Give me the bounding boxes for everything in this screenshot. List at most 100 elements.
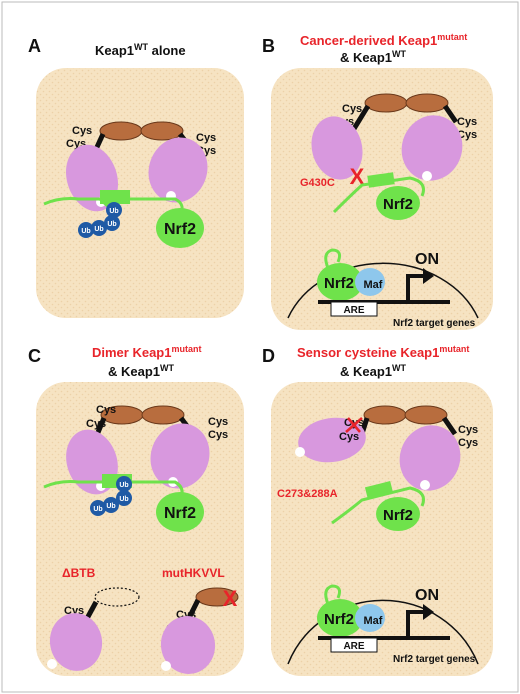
mutation-x-mark: X [350,164,365,189]
panel-a-cell [36,68,244,318]
nucleus-envelope [287,599,479,665]
target-genes-label: Nrf2 target genes [393,318,476,329]
keap1-mut-kelch-domain [160,616,216,674]
nrf2-protein [376,186,420,220]
ub-label: Ub [119,496,128,503]
nrf2-nuclear [317,599,363,637]
btb-domain [141,405,185,425]
are-element [330,301,378,317]
delta-btb-label: ΔBTB [62,566,96,580]
binding-pocket [295,447,305,457]
ub-label: Ub [107,221,116,228]
binding-pocket [161,661,171,671]
nucleus-envelope [287,262,479,319]
panel-c-title-wt: & Keap1WT [108,363,175,379]
cys-label: Cys [208,416,228,428]
panel-a: A Keap1WT alone Cys Cys Cys Cys Nrf2 Ub … [28,36,244,318]
ubiquitin [78,222,94,238]
btb-domain [363,405,407,425]
ubiquitin [103,497,119,513]
nrf2-protein [156,492,204,532]
cys-label: Cys [86,418,106,430]
nrf2-helix [100,190,130,204]
panel-a-letter: A [28,36,41,56]
panel-a-title: Keap1WT alone [95,42,186,58]
keap1-kelch-domain [399,425,461,491]
nrf2-label: Nrf2 [324,611,354,628]
nrf2-nuclear [317,263,363,301]
are-label: ARE [343,305,364,316]
panel-b-title-mutant: Cancer-derived Keap1mutant [300,32,467,48]
nrf2-tail [324,248,341,269]
cys-label: Cys [72,125,92,137]
transcription-arrow [406,274,424,302]
are-element [330,637,378,653]
keap1-kelch-domain [148,137,208,203]
maf-label: Maf [364,279,383,291]
target-genes-label: Nrf2 target genes [393,654,476,665]
cys-label: Cys [208,429,228,441]
nrf2-label: Nrf2 [164,221,196,238]
cys-label: Cys [457,116,477,128]
nrf2-label: Nrf2 [383,196,413,213]
maf-label: Maf [364,615,383,627]
cys-mutation-x-mark [345,417,363,433]
panel-c: C Dimer Keap1mutant & Keap1WT Cys Cys Cy… [28,344,244,676]
ub-label: Ub [94,226,103,233]
binding-pocket [47,659,57,669]
nrf2-label: Nrf2 [383,507,413,524]
ivr-linker [442,104,459,124]
panel-b: B Cancer-derived Keap1mutant & Keap1WT C… [262,32,493,330]
maf-protein [355,604,385,632]
nrf2-tail [324,584,341,605]
mutation-x-mark: X [223,586,238,611]
nrf2-helix [367,172,395,188]
ivr-linker [349,104,371,134]
deleted-btb-domain [94,587,140,607]
cys-label: Cys [96,404,116,416]
panel-c-title-mutant: Dimer Keap1mutant [92,344,201,360]
transcription-arrowhead [423,268,434,284]
panel-d-title-wt: & Keap1WT [340,363,407,379]
are-label: ARE [343,641,364,652]
nrf2-protein [376,497,420,531]
ivr-linker [441,416,458,436]
btb-domain [99,121,143,141]
on-label: ON [415,587,439,604]
transcription-arrowhead [423,604,434,620]
ub-label: Ub [106,503,115,510]
ubiquitin [106,202,122,218]
binding-pocket [420,480,430,490]
ub-label: Ub [119,482,128,489]
cys-label: Cys [342,103,362,115]
cys-label-mutated: Cys [339,431,359,443]
on-label: ON [415,251,439,268]
btb-domain [364,93,408,113]
maf-protein [355,268,385,296]
nrf2-protein [156,208,204,248]
panel-b-title-wt: & Keap1WT [340,49,407,65]
nrf2-helix [364,481,394,499]
binding-pocket [422,171,432,181]
cys-label: Cys [458,437,478,449]
cys-label: Cys [196,132,216,144]
g430c-label: G430C [300,177,335,189]
muthkvvl-label: mutHKVVL [162,566,225,580]
panel-d-letter: D [262,346,275,366]
keap1-dbtb-kelch-domain [49,613,103,671]
panel-c-letter: C [28,346,41,366]
ub-label: Ub [93,506,102,513]
ub-label: Ub [109,208,118,215]
btb-domain [405,93,449,113]
btb-domain [140,121,184,141]
nrf2-label: Nrf2 [164,505,196,522]
cys-label: Cys [458,424,478,436]
ubiquitin [90,500,106,516]
btb-domain-mutant [195,587,239,607]
keap1-kelch-domain [150,423,210,489]
panel-d: D Sensor cysteine Keap1mutant & Keap1WT … [262,344,493,676]
ubiquitin [116,476,132,492]
panel-d-title-mutant: Sensor cysteine Keap1mutant [297,344,469,360]
